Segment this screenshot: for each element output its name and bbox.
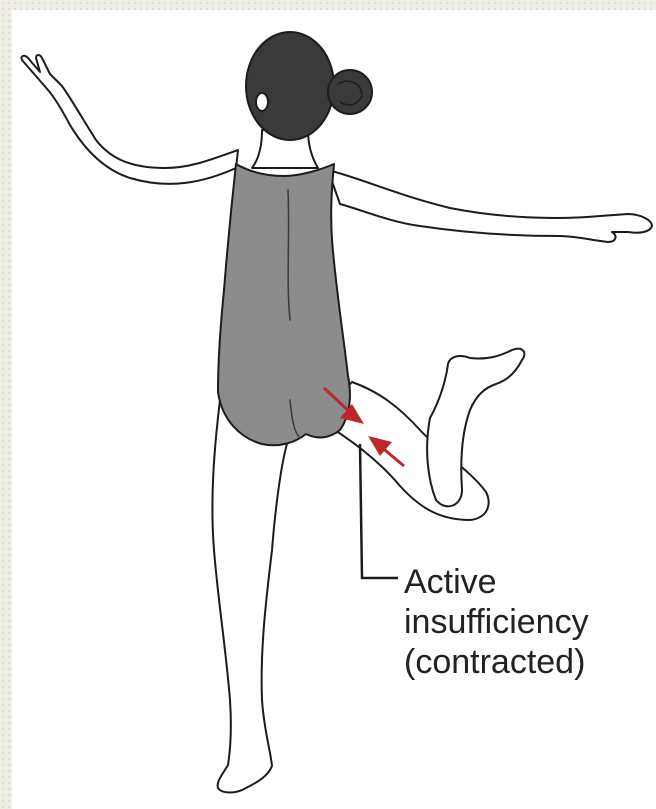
callout-line-1: Active — [404, 562, 589, 602]
callout-label: Active insufficiency (contracted) — [404, 562, 589, 682]
leotard — [218, 164, 350, 445]
right-arm — [328, 170, 652, 242]
standing-leg — [212, 400, 288, 793]
left-arm — [21, 55, 238, 184]
callout-line-2: insufficiency — [404, 602, 589, 642]
head — [246, 32, 334, 140]
hair-bun — [328, 70, 372, 114]
callout-line-3: (contracted) — [404, 642, 589, 682]
ear — [256, 93, 268, 111]
